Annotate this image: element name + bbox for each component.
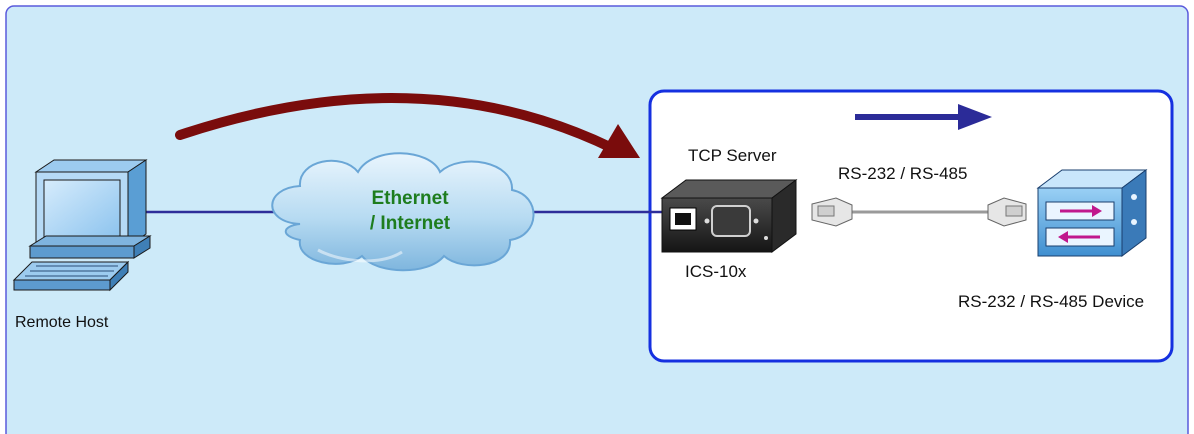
serial-device-label: RS-232 / RS-485 Device — [958, 292, 1145, 311]
session-arrow — [175, 93, 640, 158]
server-panel — [648, 89, 1174, 363]
server-model-label: ICS-10x — [685, 262, 747, 281]
serial-cable-icon — [811, 197, 1027, 227]
computer-icon — [12, 159, 152, 292]
network-label-line2: / Internet — [369, 213, 451, 234]
data-flow-arrow — [855, 104, 992, 130]
cloud-icon — [271, 152, 535, 272]
serial-link-label: RS-232 / RS-485 — [838, 164, 968, 183]
device-server-icon — [660, 179, 798, 253]
network-label-line1: Ethernet — [371, 188, 449, 209]
serial-device-icon — [1036, 169, 1148, 257]
network-label: Ethernet / Internet — [340, 186, 480, 236]
remote-host-label: Remote Host — [15, 314, 109, 331]
server-mode-label: TCP Server — [688, 146, 777, 165]
